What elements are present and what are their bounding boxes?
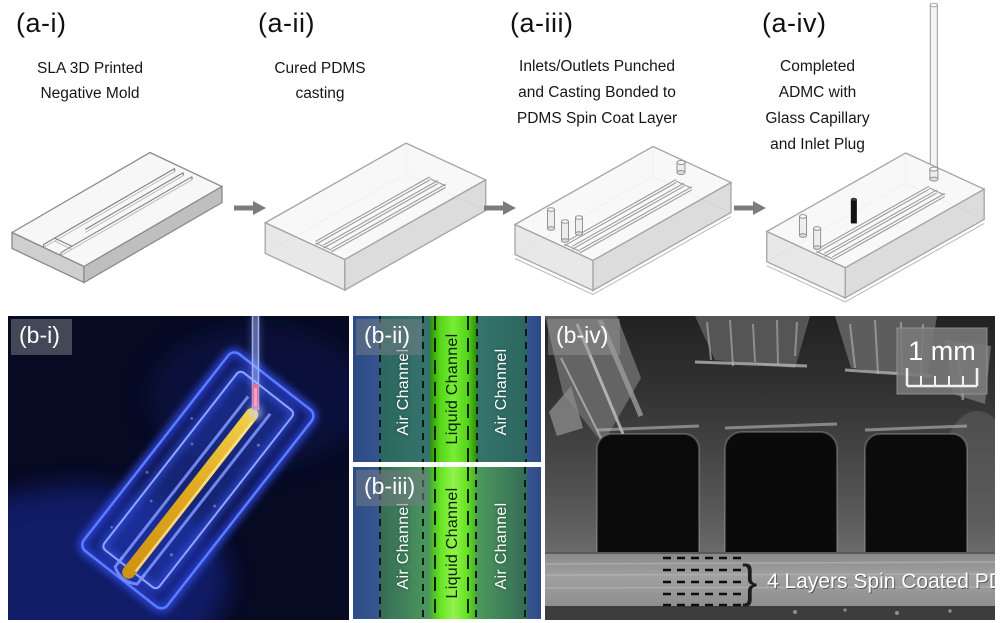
panel-label-b-i: (b-i) [11, 319, 72, 355]
brace-glyph: } [742, 555, 757, 607]
panel-b-ii-channels: Air Channel Liquid Channel Air Channel (… [353, 316, 541, 462]
air-channel-label: Air Channel [395, 502, 412, 590]
scale-label: 1 mm [908, 336, 976, 366]
panel-label-b-iii: (b-iii) [356, 470, 428, 506]
air-channel-right [477, 467, 527, 619]
bonded-casting-illustration [513, 145, 733, 296]
air-channel-label: Air Channel [493, 502, 510, 590]
liquid-channel-label: Liquid Channel [444, 487, 461, 599]
caption-a-iii: Inlets/Outlets Punched and Casting Bonde… [516, 58, 678, 127]
process-arrow-icon [234, 201, 266, 215]
negative-mold-illustration [10, 151, 224, 284]
completed-admc-illustration [765, 2, 986, 303]
panel-b-i-uv-photo: (b-i) [8, 316, 349, 620]
scale-ruler-icon [905, 368, 979, 388]
panel-a-ii: (a-ii) Cured PDMS casting [250, 0, 500, 312]
air-channel-right [477, 316, 527, 462]
panel-label-a-iv: (a-iv) [762, 8, 827, 38]
caption-a-i: SLA 3D Printed Negative Mold [37, 60, 143, 102]
panel-a-iii: (a-iii) Inlets/Outlets Punched and Casti… [500, 0, 750, 312]
air-channel-label: Air Channel [493, 348, 510, 436]
photo-edge [527, 467, 541, 619]
panel-a-iv: (a-iv) Completed ADMC with Glass Capilla… [750, 0, 1000, 312]
panel-label-a-i: (a-i) [16, 8, 67, 38]
panel-label-a-ii: (a-ii) [258, 8, 315, 38]
uv-device-photo [8, 316, 349, 620]
capillary-in-photo [249, 316, 262, 419]
photo-edge [527, 316, 541, 462]
panel-b-iii-channels: Air Channel Liquid Channel Air Channel (… [353, 467, 541, 619]
dye-filled-channel [122, 408, 259, 579]
inlet-plug [850, 197, 857, 224]
inlet-ports [547, 160, 686, 243]
panel-b-iv-sem: } 4 Layers Spin Coated PDMS 4 Layers Spi… [545, 316, 995, 620]
liquid-channel [430, 467, 477, 619]
air-channel-label: Air Channel [395, 348, 412, 436]
process-arrow-icon [734, 201, 766, 215]
caption-a-iv: Completed ADMC with Glass Capillary and … [765, 58, 870, 153]
liquid-channel-label: Liquid Channel [444, 333, 461, 445]
panel-label-a-iii: (a-iii) [510, 8, 574, 38]
sem-image: } 4 Layers Spin Coated PDMS 4 Layers Spi… [545, 316, 995, 620]
caption-a-ii: Cured PDMS casting [274, 60, 366, 102]
panel-label-b-iv: (b-iv) [548, 319, 621, 355]
liquid-channel [430, 316, 477, 462]
panel-label-b-ii: (b-ii) [356, 319, 422, 355]
pdms-casting-illustration [263, 142, 488, 292]
sem-annotation: 4 Layers Spin Coated PDMS [767, 570, 995, 593]
panel-a-i: (a-i) SLA 3D Printed Negative Mold [0, 0, 250, 312]
scale-bar: 1 mm [896, 327, 988, 395]
channel-cross-sections [596, 422, 968, 579]
svg-text:4 Layers Spin Coated PDMS: 4 Layers Spin Coated PDMS [768, 571, 995, 594]
process-arrow-icon [484, 201, 516, 215]
glass-capillary [929, 3, 938, 172]
